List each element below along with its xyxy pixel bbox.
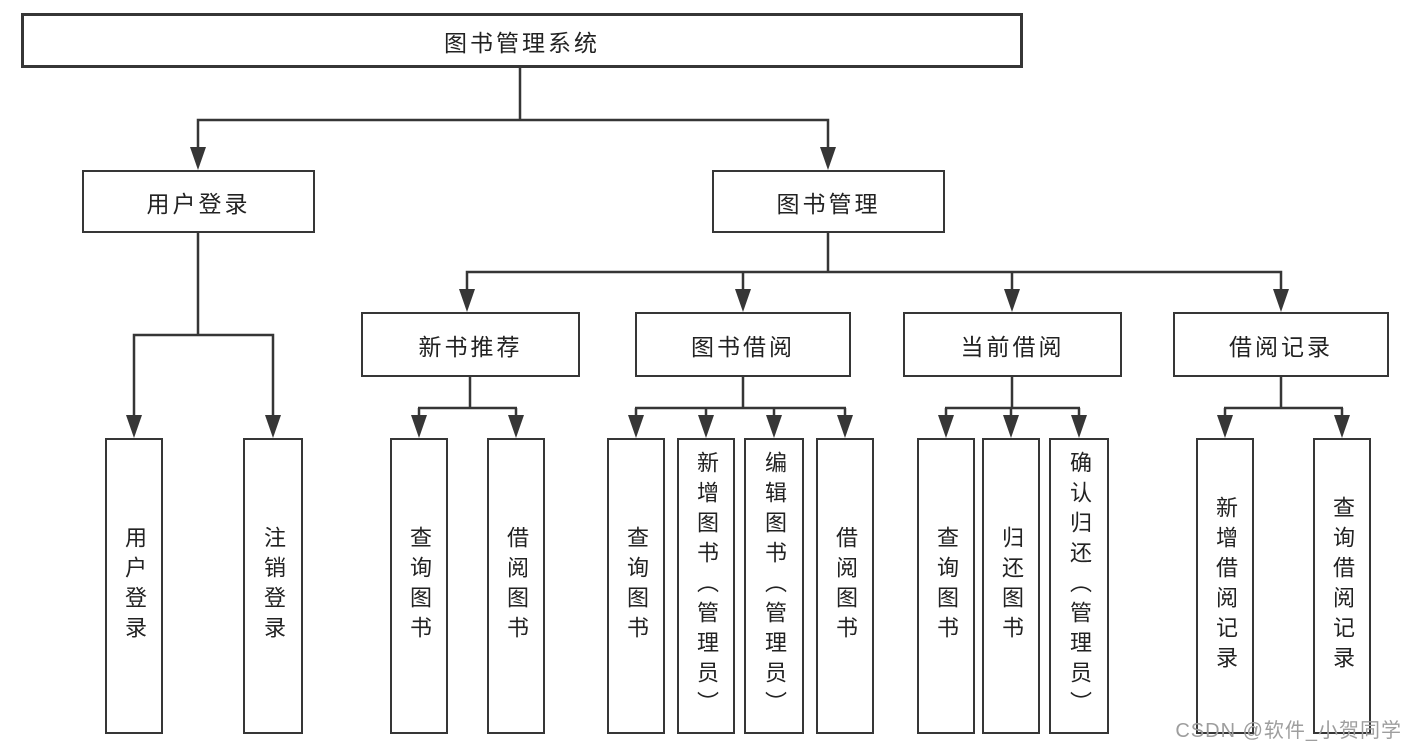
leaf-label: 新增借阅记录 [1213,496,1238,676]
leaf-confirm-return-admin: 确认归还（管理员） [1049,438,1109,734]
leaf-edit-book-admin: 编辑图书（管理员） [744,438,804,734]
leaf-user-login: 用户登录 [105,438,163,734]
node-label: 当前借阅 [960,333,1065,360]
leaf-logout: 注销登录 [243,438,303,734]
leaf-label: 查询图书 [934,526,959,646]
leaf-borrow-books-2: 借阅图书 [816,438,874,734]
node-label: 图书管理系统 [444,29,600,56]
leaf-add-book-admin: 新增图书（管理员） [677,438,735,734]
node-library-management-system: 图书管理系统 [21,13,1023,68]
node-current-borrowing: 当前借阅 [903,312,1122,377]
leaf-label: 借阅图书 [833,526,858,646]
leaf-query-books: 查询图书 [390,438,448,734]
node-label: 图书管理 [776,190,881,217]
watermark: CSDN @软件_小贺同学 [1175,720,1402,742]
leaf-label: 编辑图书（管理员） [762,451,787,721]
leaf-label: 查询借阅记录 [1330,496,1355,676]
leaf-label: 注销登录 [261,526,286,646]
leaf-label: 新增图书（管理员） [694,451,719,721]
leaf-label: 归还图书 [999,526,1024,646]
node-label: 图书借阅 [691,333,795,360]
leaf-add-borrow-record: 新增借阅记录 [1196,438,1254,734]
leaf-query-books-3: 查询图书 [917,438,975,734]
leaf-query-borrow-record: 查询借阅记录 [1313,438,1371,734]
leaf-label: 用户登录 [122,526,147,646]
leaf-label: 借阅图书 [504,526,529,646]
node-book-management: 图书管理 [712,170,945,233]
node-borrowing-records: 借阅记录 [1173,312,1389,377]
leaf-query-books-2: 查询图书 [607,438,665,734]
node-book-borrowing: 图书借阅 [635,312,851,377]
leaf-label: 查询图书 [407,526,432,646]
leaf-return-books: 归还图书 [982,438,1040,734]
leaf-borrow-books: 借阅图书 [487,438,545,734]
node-label: 新书推荐 [418,333,523,360]
node-label: 用户登录 [146,190,251,217]
node-label: 借阅记录 [1229,333,1333,360]
leaf-label: 查询图书 [624,526,649,646]
leaf-label: 确认归还（管理员） [1067,451,1092,721]
node-user-login: 用户登录 [82,170,315,233]
node-new-book-recommend: 新书推荐 [361,312,580,377]
